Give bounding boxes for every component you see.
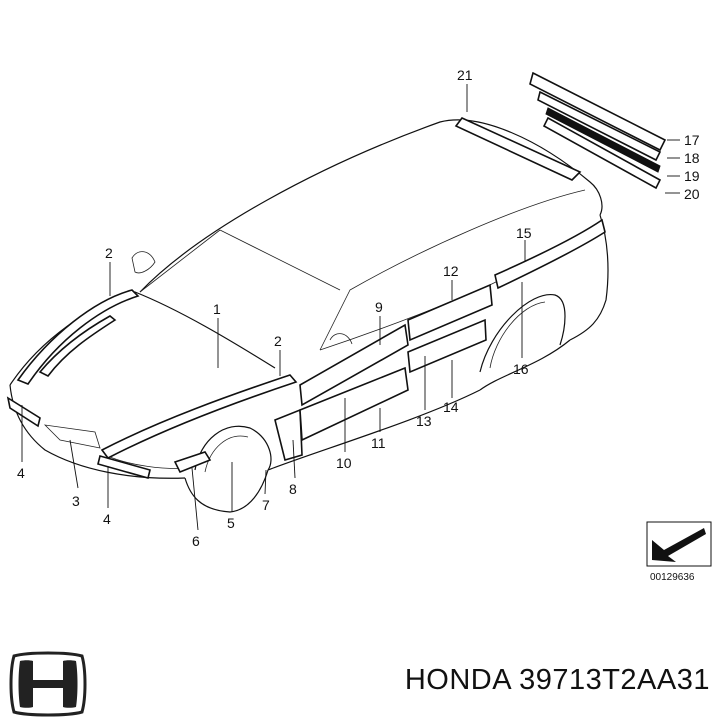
callout-11: 11 bbox=[371, 435, 386, 451]
callout-4: 4 bbox=[17, 465, 25, 481]
callout-6: 6 bbox=[192, 533, 200, 549]
callout-21: 21 bbox=[457, 67, 473, 83]
callout-1: 1 bbox=[213, 301, 221, 317]
leader-lines bbox=[21, 84, 680, 531]
callout-15: 15 bbox=[516, 225, 532, 241]
callout-10: 10 bbox=[336, 455, 352, 471]
callout-20: 20 bbox=[684, 186, 700, 202]
reference-box: 00129636 bbox=[646, 521, 712, 583]
callout-16: 16 bbox=[513, 361, 529, 377]
callout-14: 14 bbox=[443, 399, 459, 415]
callout-labels: 1 2 2 3 4 4 5 6 7 8 9 10 11 12 13 14 15 … bbox=[17, 67, 700, 549]
callout-4: 4 bbox=[103, 511, 111, 527]
callout-18: 18 bbox=[684, 150, 700, 166]
callout-7: 7 bbox=[262, 497, 270, 513]
honda-logo-icon bbox=[9, 651, 87, 717]
callout-5: 5 bbox=[227, 515, 235, 531]
trim-strips bbox=[6, 71, 667, 479]
callout-17: 17 bbox=[684, 132, 700, 148]
brand-row: HONDA 39713T2AA31 bbox=[0, 630, 720, 720]
brand-name: HONDA bbox=[404, 664, 511, 696]
callout-9: 9 bbox=[375, 299, 383, 315]
callout-8: 8 bbox=[289, 481, 297, 497]
callout-3: 3 bbox=[72, 493, 80, 509]
parts-diagram: 1 2 2 3 4 4 5 6 7 8 9 10 11 12 13 14 15 … bbox=[6, 67, 712, 583]
callout-2: 2 bbox=[274, 333, 282, 349]
callout-19: 19 bbox=[684, 168, 700, 184]
callout-12: 12 bbox=[443, 263, 459, 279]
part-caption: HONDA 39713T2AA31 bbox=[405, 664, 710, 697]
car-outline bbox=[9, 119, 609, 513]
part-number: 39713T2AA31 bbox=[519, 664, 710, 696]
reference-code: 00129636 bbox=[650, 572, 695, 583]
callout-13: 13 bbox=[416, 413, 432, 429]
callout-2: 2 bbox=[105, 245, 113, 261]
